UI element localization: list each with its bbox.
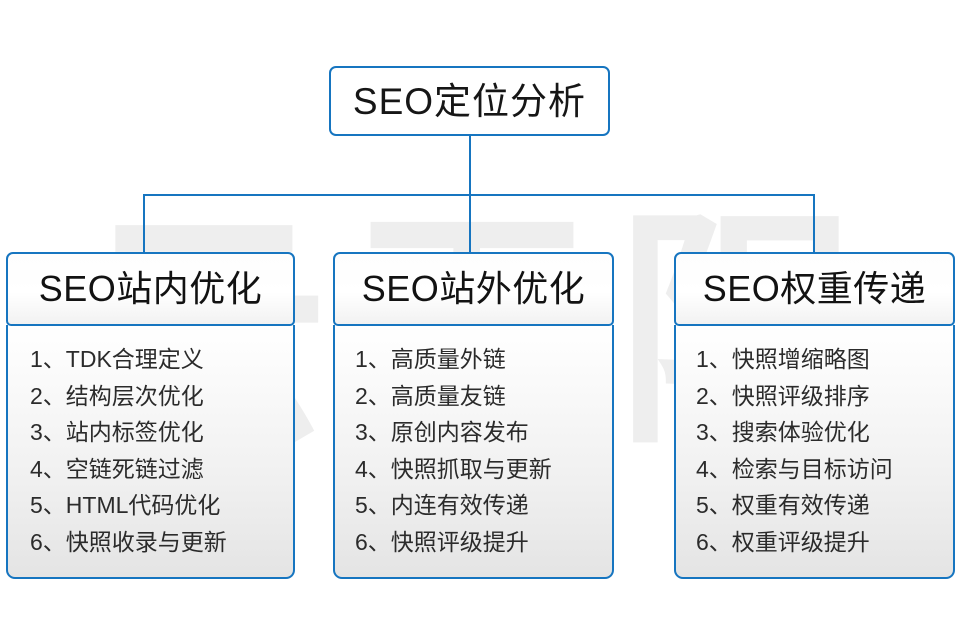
connector-root-stem <box>469 135 471 196</box>
column-header-3[interactable]: SEO权重传递 <box>674 252 955 326</box>
root-node-label: SEO定位分析 <box>352 80 587 122</box>
column-body-2: 1、高质量外链 2、高质量友链 3、原创内容发布 4、快照抓取与更新 5、内连有… <box>333 325 614 579</box>
column-seo-offsite: SEO站外优化 1、高质量外链 2、高质量友链 3、原创内容发布 4、快照抓取与… <box>333 252 614 579</box>
column-header-label-2: SEO站外优化 <box>361 268 586 309</box>
list-item: 3、站内标签优化 <box>30 419 204 445</box>
column-body-1: 1、TDK合理定义 2、结构层次优化 3、站内标签优化 4、空链死链过滤 5、H… <box>6 325 295 579</box>
item-list-2: 1、高质量外链 2、高质量友链 3、原创内容发布 4、快照抓取与更新 5、内连有… <box>335 341 612 560</box>
list-item: 2、高质量友链 <box>355 382 506 409</box>
column-seo-onsite: SEO站内优化 1、TDK合理定义 2、结构层次优化 3、站内标签优化 4、空链… <box>6 252 295 579</box>
list-item: 5、HTML代码优化 <box>30 492 221 518</box>
item-list-1: 1、TDK合理定义 2、结构层次优化 3、站内标签优化 4、空链死链过滤 5、H… <box>8 341 293 560</box>
list-item: 2、快照评级排序 <box>696 382 870 409</box>
column-header-label-3: SEO权重传递 <box>702 268 927 309</box>
list-item: 3、搜索体验优化 <box>696 419 870 445</box>
list-item: 1、快照增缩略图 <box>696 346 870 372</box>
list-item: 4、检索与目标访问 <box>696 455 893 482</box>
list-item: 5、权重有效传递 <box>696 492 870 518</box>
column-body-3: 1、快照增缩略图 2、快照评级排序 3、搜索体验优化 4、检索与目标访问 5、权… <box>674 325 955 579</box>
column-seo-weight: SEO权重传递 1、快照增缩略图 2、快照评级排序 3、搜索体验优化 4、检索与… <box>674 252 955 579</box>
list-item: 1、TDK合理定义 <box>30 346 204 372</box>
item-list-3: 1、快照增缩略图 2、快照评级排序 3、搜索体验优化 4、检索与目标访问 5、权… <box>676 341 953 560</box>
connector-drop-col-1 <box>143 194 145 254</box>
column-header-1[interactable]: SEO站内优化 <box>6 252 295 326</box>
root-node[interactable]: SEO定位分析 <box>329 66 610 136</box>
list-item: 2、结构层次优化 <box>30 382 204 409</box>
list-item: 4、快照抓取与更新 <box>355 455 552 482</box>
list-item: 4、空链死链过滤 <box>30 455 204 482</box>
connector-drop-col-3 <box>813 194 815 254</box>
list-item: 6、权重评级提升 <box>696 528 870 555</box>
connector-horizontal-bus <box>143 194 815 196</box>
column-header-2[interactable]: SEO站外优化 <box>333 252 614 326</box>
list-item: 1、高质量外链 <box>355 346 506 372</box>
list-item: 6、快照评级提升 <box>355 528 529 555</box>
list-item: 3、原创内容发布 <box>355 419 529 445</box>
connector-drop-col-2 <box>469 194 471 254</box>
list-item: 5、内连有效传递 <box>355 492 529 518</box>
column-header-label-1: SEO站内优化 <box>38 268 263 309</box>
list-item: 6、快照收录与更新 <box>30 528 227 555</box>
